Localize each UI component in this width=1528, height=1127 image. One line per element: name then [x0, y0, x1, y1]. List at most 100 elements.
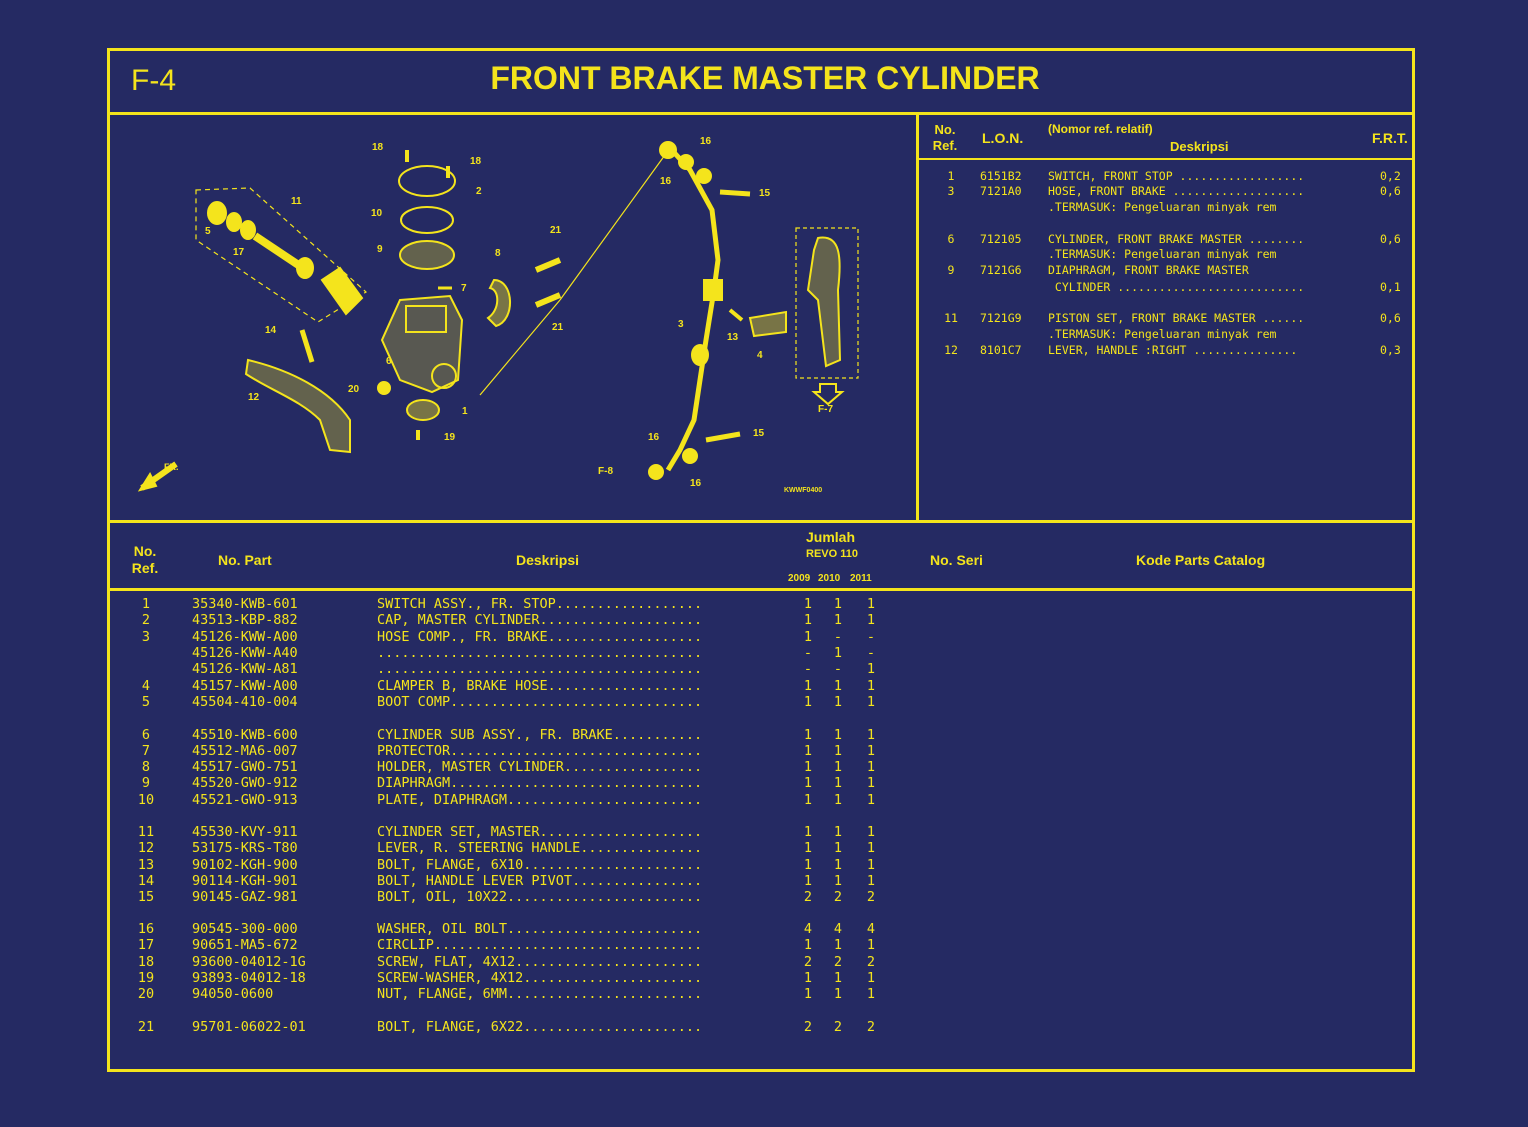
parts-header-model: REVO 110 — [806, 548, 858, 560]
callout-label: 1 — [462, 406, 468, 417]
parts-desc: CAP, MASTER CYLINDER.................... — [377, 612, 703, 628]
parts-desc: PROTECTOR............................... — [377, 743, 703, 759]
frt-lon: 7121A0 — [980, 184, 1022, 198]
parts-desc: LEVER, R. STEERING HANDLE............... — [377, 840, 703, 856]
callout-label: 6 — [386, 356, 392, 367]
callout-label: 7 — [461, 283, 467, 294]
qty-2009: 1 — [803, 596, 813, 612]
frt-value: 0,2 — [1380, 169, 1401, 183]
parts-header-year-2010: 2010 — [818, 573, 841, 584]
frt-ref: 11 — [944, 311, 958, 325]
parts-desc: HOLDER, MASTER CYLINDER................. — [377, 759, 703, 775]
frt-ref: 6 — [947, 232, 955, 246]
parts-desc: HOSE COMP., FR. BRAKE................... — [377, 629, 703, 645]
parts-desc: CYLINDER SUB ASSY., FR. BRAKE........... — [377, 727, 703, 743]
qty-2010: 1 — [833, 873, 843, 889]
parts-ref: 9 — [141, 775, 151, 791]
callout-label: 19 — [444, 432, 456, 443]
parts-header-kode: Kode Parts Catalog — [1136, 552, 1266, 568]
parts-desc: SWITCH ASSY., FR. STOP.................. — [377, 596, 703, 612]
frt-desc: SWITCH, FRONT STOP .................. — [1048, 169, 1305, 183]
parts-number: 90114-KGH-901 — [192, 873, 298, 889]
qty-2009: 2 — [803, 954, 813, 970]
frt-value: 0,1 — [1380, 280, 1401, 294]
parts-number: 90145-GAZ-981 — [192, 889, 298, 905]
callout-label: 12 — [248, 392, 260, 403]
parts-header-year-2011: 2011 — [850, 573, 872, 584]
parts-number: 45126-KWW-A81 — [192, 661, 298, 677]
parts-ref: 2 — [141, 612, 151, 628]
qty-2011: - — [866, 629, 876, 645]
qty-2009: 1 — [803, 840, 813, 856]
callout-label: 18 — [470, 156, 482, 167]
frt-desc: LEVER, HANDLE :RIGHT ............... — [1048, 343, 1298, 357]
qty-2010: 1 — [833, 759, 843, 775]
frt-header-frt: F.R.T. — [1372, 130, 1408, 146]
parts-ref: 8 — [141, 759, 151, 775]
parts-desc: NUT, FLANGE, 6MM........................ — [377, 986, 703, 1002]
parts-header-no-seri: No. Seri — [930, 552, 983, 568]
qty-2011: 1 — [866, 824, 876, 840]
frt-value: 0,6 — [1380, 184, 1401, 198]
parts-number: 45512-MA6-007 — [192, 743, 298, 759]
page-title: FRONT BRAKE MASTER CYLINDER — [490, 60, 1040, 96]
frt-header-lon: L.O.N. — [982, 130, 1024, 146]
callout-label: 8 — [495, 248, 501, 259]
qty-2010: 1 — [833, 612, 843, 628]
ref-label-f7: F-7 — [818, 404, 833, 415]
qty-2010: 1 — [833, 986, 843, 1002]
qty-2011: 1 — [866, 727, 876, 743]
parts-number: 45510-KWB-600 — [192, 727, 298, 743]
parts-ref: 3 — [141, 629, 151, 645]
qty-2009: 1 — [803, 694, 813, 710]
qty-2009: 1 — [803, 727, 813, 743]
callout-label: 21 — [552, 322, 564, 333]
qty-2011: 1 — [866, 937, 876, 953]
frt-lon: 8101C7 — [980, 343, 1022, 357]
callout-label: 16 — [700, 136, 712, 147]
parts-ref: 13 — [137, 857, 155, 873]
qty-2009: 1 — [803, 612, 813, 628]
callout-label: 14 — [265, 325, 277, 336]
parts-ref: 18 — [137, 954, 155, 970]
qty-2010: 1 — [833, 857, 843, 873]
parts-ref: 10 — [137, 792, 155, 808]
parts-ref: 15 — [137, 889, 155, 905]
frt-value: 0,6 — [1380, 311, 1401, 325]
callout-label: 16 — [690, 478, 702, 489]
qty-2009: 1 — [803, 937, 813, 953]
parts-desc: BOOT COMP............................... — [377, 694, 703, 710]
catalog-frame — [107, 48, 1415, 1072]
qty-2010: 1 — [833, 792, 843, 808]
frt-desc: CYLINDER ........................... — [1048, 280, 1305, 294]
qty-2010: - — [833, 629, 843, 645]
frt-lon: 7121G6 — [980, 263, 1022, 277]
callout-label: 3 — [678, 319, 684, 330]
qty-2011: 1 — [866, 873, 876, 889]
parts-number: 35340-KWB-601 — [192, 596, 298, 612]
qty-2009: 1 — [803, 824, 813, 840]
diagram-frt-divider — [916, 112, 919, 522]
parts-ref: 4 — [141, 678, 151, 694]
parts-ref: 11 — [137, 824, 155, 840]
parts-ref: 21 — [137, 1019, 155, 1035]
qty-2011: 1 — [866, 596, 876, 612]
qty-2009: 4 — [803, 921, 813, 937]
qty-2009: 1 — [803, 857, 813, 873]
parts-number: 45530-KVY-911 — [192, 824, 298, 840]
parts-header-no-ref: No. Ref. — [131, 543, 159, 576]
parts-ref: 5 — [141, 694, 151, 710]
frt-ref: 12 — [944, 343, 958, 357]
parts-number: 95701-06022-01 — [192, 1019, 306, 1035]
qty-2011: 1 — [866, 612, 876, 628]
frt-header-divider — [918, 158, 1415, 160]
qty-2010: 1 — [833, 678, 843, 694]
parts-number: 90545-300-000 — [192, 921, 298, 937]
qty-2011: 1 — [866, 775, 876, 791]
fr-label: FR. — [164, 462, 179, 472]
parts-number: 45157-KWW-A00 — [192, 678, 298, 694]
qty-2010: 1 — [833, 840, 843, 856]
frt-value: 0,3 — [1380, 343, 1401, 357]
qty-2009: 1 — [803, 986, 813, 1002]
